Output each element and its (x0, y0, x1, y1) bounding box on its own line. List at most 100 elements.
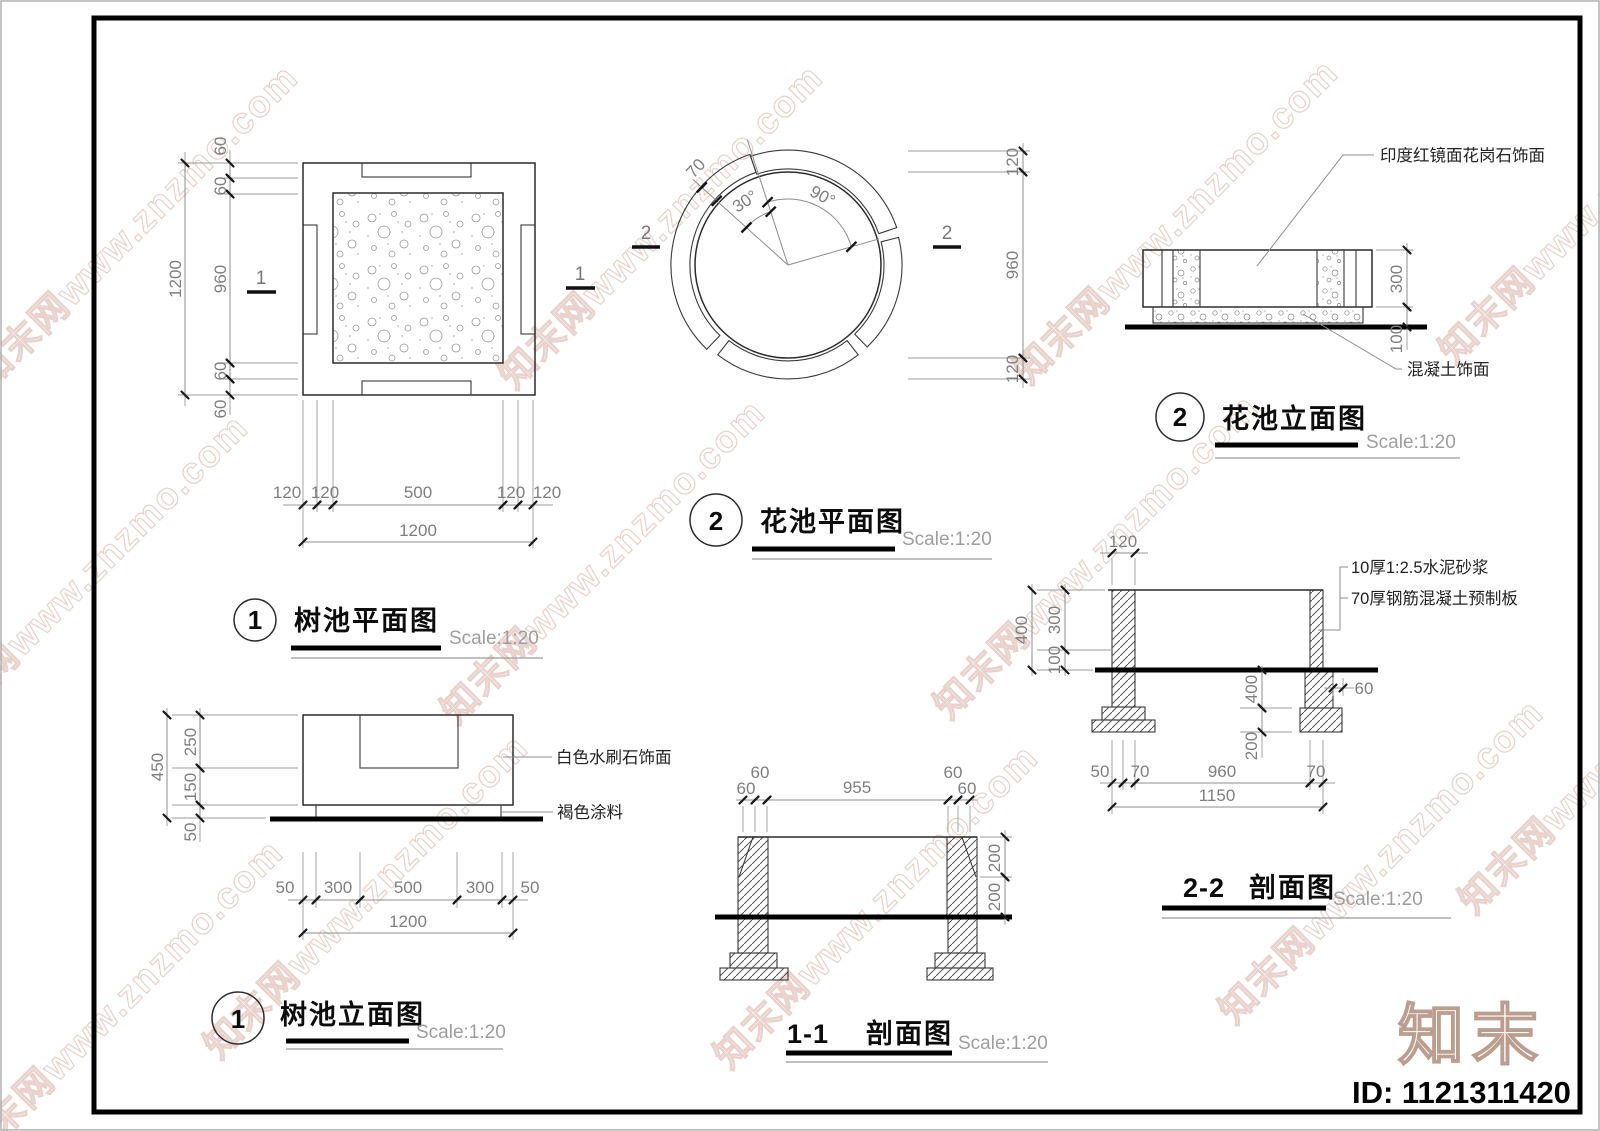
section-1-1-title: 1-1 剖面图 Scale:1:20 (786, 1018, 1048, 1063)
dim-label: 120 (311, 483, 339, 502)
drawing-title: 树池立面图 (280, 999, 425, 1030)
footing (1304, 669, 1334, 709)
dim-label: 1200 (166, 260, 185, 298)
dim-label: 60 (211, 137, 230, 156)
dim-label: 300 (466, 878, 494, 897)
tree-pool-plan-dimensions: 1200 60 60 960 60 60 120 120 500 120 120… (166, 137, 561, 548)
dim-label: 500 (394, 878, 422, 897)
dim-label: 60 (737, 779, 756, 798)
dim-label: 120 (1003, 355, 1022, 383)
section-marker-label: 1 (575, 264, 586, 285)
dim-label: 60 (944, 763, 963, 782)
dim-label: 60 (1355, 679, 1374, 698)
drawing-title: 花池立面图 (1222, 403, 1367, 434)
plan-inner-circle (694, 171, 882, 359)
scale-label: Scale:1:20 (449, 628, 539, 649)
dim-label: 60 (211, 177, 230, 196)
dim-label: 300 (1045, 606, 1064, 634)
footing (729, 952, 778, 969)
concrete-band (1317, 250, 1344, 307)
plan-notch-bottom (361, 380, 472, 396)
section-number: 2-2 (1183, 873, 1225, 903)
section-2-2-annotations: 10厚1:2.5水泥砂浆 70厚钢筋混凝土预制板 (1318, 558, 1518, 631)
arc-band-segment (853, 236, 903, 348)
sheet-id: ID: 1121311420 (1352, 1075, 1571, 1110)
dim-label: 100 (1387, 325, 1406, 353)
dim-label: 1200 (389, 912, 427, 931)
detail-number-circle (233, 598, 277, 642)
section-number: 1-1 (787, 1019, 829, 1049)
dim-label: 120 (1109, 532, 1137, 551)
tree-pool-elevation-dimensions: 450 250 150 50 50 300 500 300 50 (148, 708, 539, 940)
detail-number: 2 (1173, 402, 1187, 432)
dim-label: 450 (148, 753, 167, 781)
material-label: 印度红镜面花岗石饰面 (1380, 146, 1545, 165)
elevation-recess (359, 714, 459, 769)
dim-label: 120 (533, 483, 561, 502)
detail-number-circle (689, 493, 743, 547)
drawing-title: 树池平面图 (294, 606, 439, 636)
flower-pool-elevation: 300 100 印度红镜面花岗石饰面 混凝土饰面 2 花池立面图 Scale:1… (1125, 146, 1545, 459)
watermark: 知末网www.znzmo.com (1006, 51, 1346, 391)
section-1-1-dimensions: 60 60 955 60 60 200 200 (736, 763, 1012, 925)
dim-label: 300 (324, 878, 352, 897)
footing (737, 916, 769, 954)
dim-label: 200 (1242, 732, 1261, 760)
section-2-2: 10厚1:2.5水泥砂浆 70厚钢筋混凝土预制板 120 400 300 100 (1012, 532, 1518, 919)
footing (1299, 707, 1343, 733)
drawing-title: 剖面图 (866, 1018, 953, 1049)
flower-pool-elevation-dimensions: 300 100 (1376, 243, 1413, 353)
dim-label: 70 (1307, 762, 1326, 781)
arc-band-segment (670, 153, 757, 350)
section-marker-label: 2 (641, 223, 652, 244)
drawing-border (91, 15, 1583, 1115)
flower-pool-elevation-title: 2 花池立面图 Scale:1:20 (1155, 392, 1460, 459)
dim-label: 60 (958, 779, 977, 798)
plan-notch-top (361, 162, 472, 178)
dim-label: 200 (985, 883, 1004, 911)
detail-number: 2 (709, 506, 723, 536)
plan-planting-area (332, 192, 504, 364)
znzmo-logo: 知末 (1398, 998, 1546, 1072)
tree-pool-plan: 1200 60 60 960 60 60 120 120 500 120 120… (166, 137, 595, 659)
watermark: 知末网www.znzmo.com (0, 56, 306, 396)
tree-pool-elevation-annotations: 白色水刷石饰面 褐色涂料 (501, 748, 672, 822)
watermark: 知末网www.znzmo.com (433, 391, 773, 731)
footing (934, 952, 986, 969)
watermark: 知末网www.znzmo.com (1431, 31, 1600, 371)
footing (1111, 669, 1136, 708)
dim-label: 60 (211, 362, 230, 381)
footing (947, 916, 978, 954)
scale-label: Scale:1:20 (1366, 432, 1456, 453)
drawing-title: 花池平面图 (760, 507, 905, 537)
watermark: 知末网www.znzmo.com (0, 831, 291, 1131)
footing (719, 967, 789, 981)
drawing-title: 剖面图 (1249, 872, 1336, 903)
dim-label: 960 (1003, 251, 1022, 279)
dim-label: 500 (404, 483, 432, 502)
material-label: 10厚1:2.5水泥砂浆 (1351, 558, 1489, 577)
scale-label: Scale:1:20 (416, 1022, 506, 1043)
watermark: 知末网www.znzmo.com (0, 406, 256, 746)
dim-label: 120 (497, 483, 525, 502)
plan-notch-right (520, 224, 536, 335)
footing (926, 967, 994, 981)
dim-label: 300 (1387, 265, 1406, 293)
scale-label: Scale:1:20 (902, 529, 992, 550)
dim-label: 150 (181, 773, 200, 801)
dim-label: 960 (211, 265, 230, 293)
dim-label: 70 (1131, 762, 1150, 781)
section-marker-2-right: 2 (933, 223, 961, 249)
arc-band-segment (749, 149, 898, 235)
detail-number: 1 (248, 605, 262, 635)
concrete-band (1173, 250, 1200, 307)
material-label: 混凝土饰面 (1407, 360, 1490, 379)
dim-label: 120 (1003, 148, 1022, 176)
material-label: 白色水刷石饰面 (556, 748, 672, 767)
detail-number-circle (1155, 392, 1205, 442)
dim-label: 50 (276, 878, 295, 897)
dim-label: 960 (1208, 762, 1236, 781)
